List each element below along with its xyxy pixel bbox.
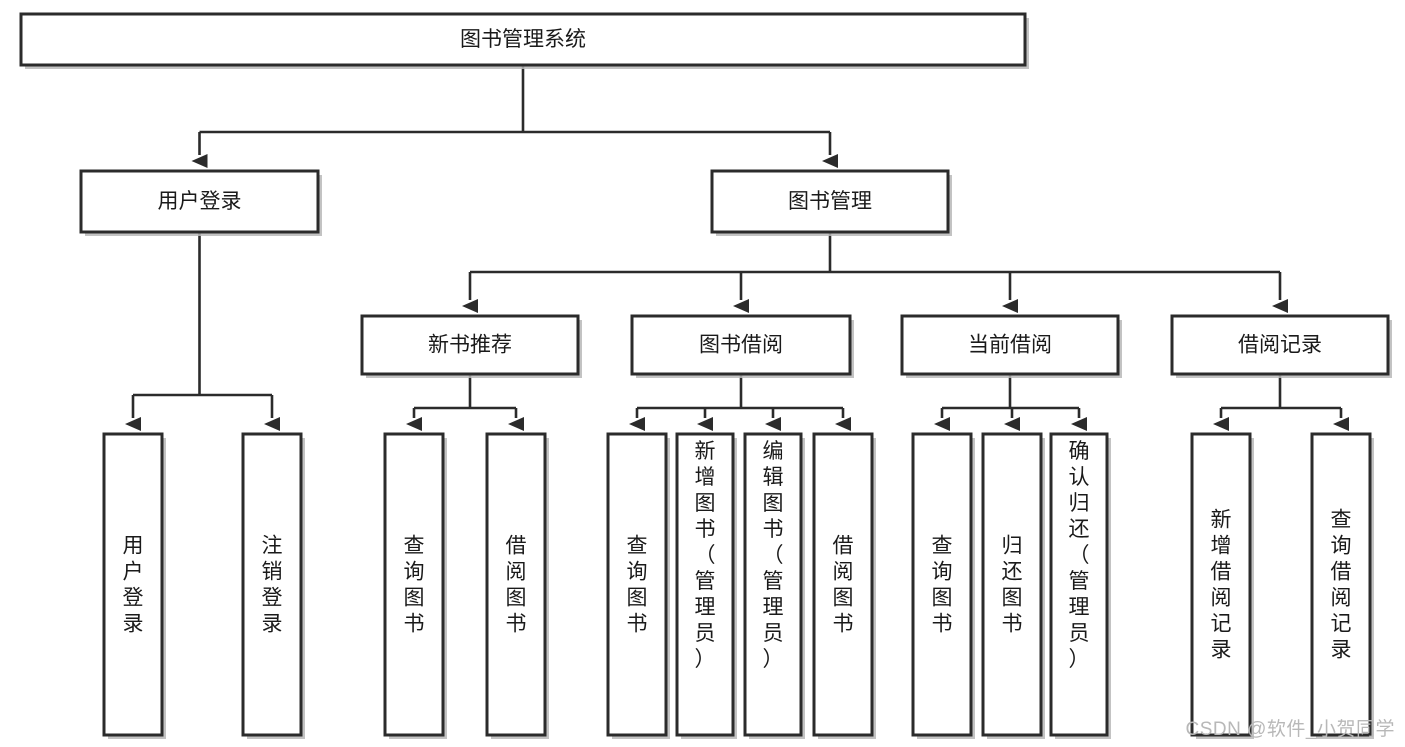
node-label: 查询图书 <box>627 535 648 636</box>
node-leaf[interactable]: 注销登录 <box>241 432 305 739</box>
node-box[interactable] <box>1170 314 1390 376</box>
node-level3[interactable]: 当前借阅 <box>900 314 1122 378</box>
node-box[interactable] <box>360 314 580 376</box>
node-label: 确认归还（管理员） <box>1069 440 1090 671</box>
node-level2[interactable]: 用户登录 <box>79 169 322 236</box>
node-box[interactable] <box>485 432 547 737</box>
node-label: 编辑图书（管理员） <box>763 440 784 671</box>
node-box[interactable] <box>79 169 320 234</box>
node-leaf[interactable]: 借阅图书 <box>812 432 876 739</box>
node-label: 查询图书 <box>932 535 953 636</box>
node-box[interactable] <box>102 432 164 737</box>
node-box[interactable] <box>710 169 950 234</box>
node-label: 当前借阅 <box>968 334 1052 357</box>
node-label: 新增借阅记录 <box>1211 509 1232 662</box>
node-box[interactable] <box>241 432 303 737</box>
node-label: 图书管理 <box>788 190 872 213</box>
node-box[interactable] <box>743 432 803 737</box>
nodes-layer: 图书管理系统用户登录图书管理新书推荐图书借阅当前借阅借阅记录用户登录注销登录查询… <box>19 12 1392 739</box>
node-box[interactable] <box>1310 432 1372 737</box>
node-box[interactable] <box>19 12 1027 67</box>
node-label: 查询借阅记录 <box>1331 509 1352 662</box>
node-leaf[interactable]: 编辑图书（管理员） <box>743 432 805 739</box>
node-leaf[interactable]: 查询图书 <box>911 432 975 739</box>
node-label: 图书借阅 <box>699 334 783 357</box>
node-box[interactable] <box>606 432 668 737</box>
node-leaf[interactable]: 借阅图书 <box>485 432 549 739</box>
node-box[interactable] <box>900 314 1120 376</box>
node-leaf[interactable]: 归还图书 <box>981 432 1045 739</box>
node-level3[interactable]: 新书推荐 <box>360 314 582 378</box>
node-box[interactable] <box>812 432 874 737</box>
node-box[interactable] <box>675 432 735 737</box>
node-box[interactable] <box>981 432 1043 737</box>
node-leaf[interactable]: 确认归还（管理员） <box>1049 432 1111 739</box>
node-label: 借阅图书 <box>506 535 527 636</box>
node-label: 归还图书 <box>1002 535 1023 636</box>
node-label: 借阅记录 <box>1238 334 1322 357</box>
node-box[interactable] <box>383 432 445 737</box>
node-level3[interactable]: 图书借阅 <box>630 314 854 378</box>
node-label: 注销登录 <box>262 535 283 636</box>
node-box[interactable] <box>911 432 973 737</box>
node-box[interactable] <box>1049 432 1109 737</box>
node-label: 用户登录 <box>158 190 242 213</box>
node-label: 查询图书 <box>404 535 425 636</box>
node-box[interactable] <box>630 314 852 376</box>
node-level3[interactable]: 借阅记录 <box>1170 314 1392 378</box>
node-level2[interactable]: 图书管理 <box>710 169 952 236</box>
node-box[interactable] <box>1190 432 1252 737</box>
node-root[interactable]: 图书管理系统 <box>19 12 1029 69</box>
node-label: 新书推荐 <box>428 334 512 357</box>
node-label: 新增图书（管理员） <box>695 440 716 671</box>
node-leaf[interactable]: 用户登录 <box>102 432 166 739</box>
node-label: 用户登录 <box>123 535 144 636</box>
node-leaf[interactable]: 查询借阅记录 <box>1310 432 1374 739</box>
node-label: 借阅图书 <box>833 535 854 636</box>
node-leaf[interactable]: 新增借阅记录 <box>1190 432 1254 739</box>
node-leaf[interactable]: 查询图书 <box>383 432 447 739</box>
edges-layer <box>125 65 1349 431</box>
node-leaf[interactable]: 查询图书 <box>606 432 670 739</box>
node-leaf[interactable]: 新增图书（管理员） <box>675 432 737 739</box>
node-label: 图书管理系统 <box>460 28 586 51</box>
